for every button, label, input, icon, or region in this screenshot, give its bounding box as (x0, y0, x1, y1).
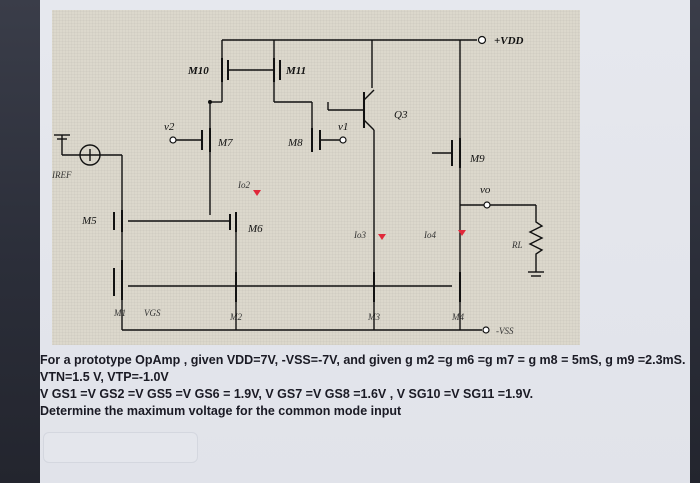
m7-label: M7 (217, 137, 233, 149)
vo-output-terminal (483, 201, 491, 209)
vo-label: vo (480, 184, 491, 196)
rl-label: RL (511, 240, 523, 250)
circuit-schematic-image: +VDD M10 M11 v2 M7 v1 M8 (52, 10, 580, 345)
problem-line-3: V GS1 =V GS2 =V GS5 =V GS6 = 1.9V, V GS7… (40, 387, 534, 401)
v2-input-terminal (169, 136, 177, 144)
iref-source (79, 144, 101, 166)
v1-input-terminal (339, 136, 347, 144)
io3-label: Io3 (353, 230, 366, 240)
iref-label: IREF (52, 170, 72, 180)
v1-label: v1 (338, 121, 348, 133)
vgs-label: VGS (144, 308, 161, 318)
q3-label: Q3 (394, 109, 408, 121)
m1-label: M1 (113, 308, 126, 318)
m10-label: M10 (187, 65, 209, 77)
m5-label: M5 (81, 215, 97, 227)
problem-line-4: Determine the maximum voltage for the co… (40, 404, 402, 418)
m8-label: M8 (287, 137, 303, 149)
vss-label: -VSS (496, 326, 514, 336)
vdd-terminal (477, 35, 487, 45)
vss-terminal (482, 326, 490, 334)
rl-resistor (528, 205, 544, 272)
problem-line-1: For a prototype OpAmp , given VDD=7V, -V… (40, 353, 686, 367)
io2-arrow (253, 190, 261, 196)
answer-input[interactable] (43, 432, 198, 463)
m6-label: M6 (247, 223, 263, 235)
circuit-schematic: +VDD M10 M11 v2 M7 v1 M8 (52, 35, 544, 336)
io4-label: Io4 (423, 230, 436, 240)
io4-arrow (458, 230, 466, 236)
io2-label: Io2 (237, 180, 250, 190)
m4-label: M4 (451, 312, 464, 322)
vdd-label: +VDD (494, 35, 524, 47)
v2-label: v2 (164, 121, 175, 133)
io3-arrow (378, 234, 386, 240)
m11-label: M11 (285, 65, 306, 77)
problem-statement: For a prototype OpAmp , given VDD=7V, -V… (40, 352, 690, 420)
m9-label: M9 (469, 153, 485, 165)
problem-line-2: VTN=1.5 V, VTP=-1.0V (40, 370, 169, 384)
